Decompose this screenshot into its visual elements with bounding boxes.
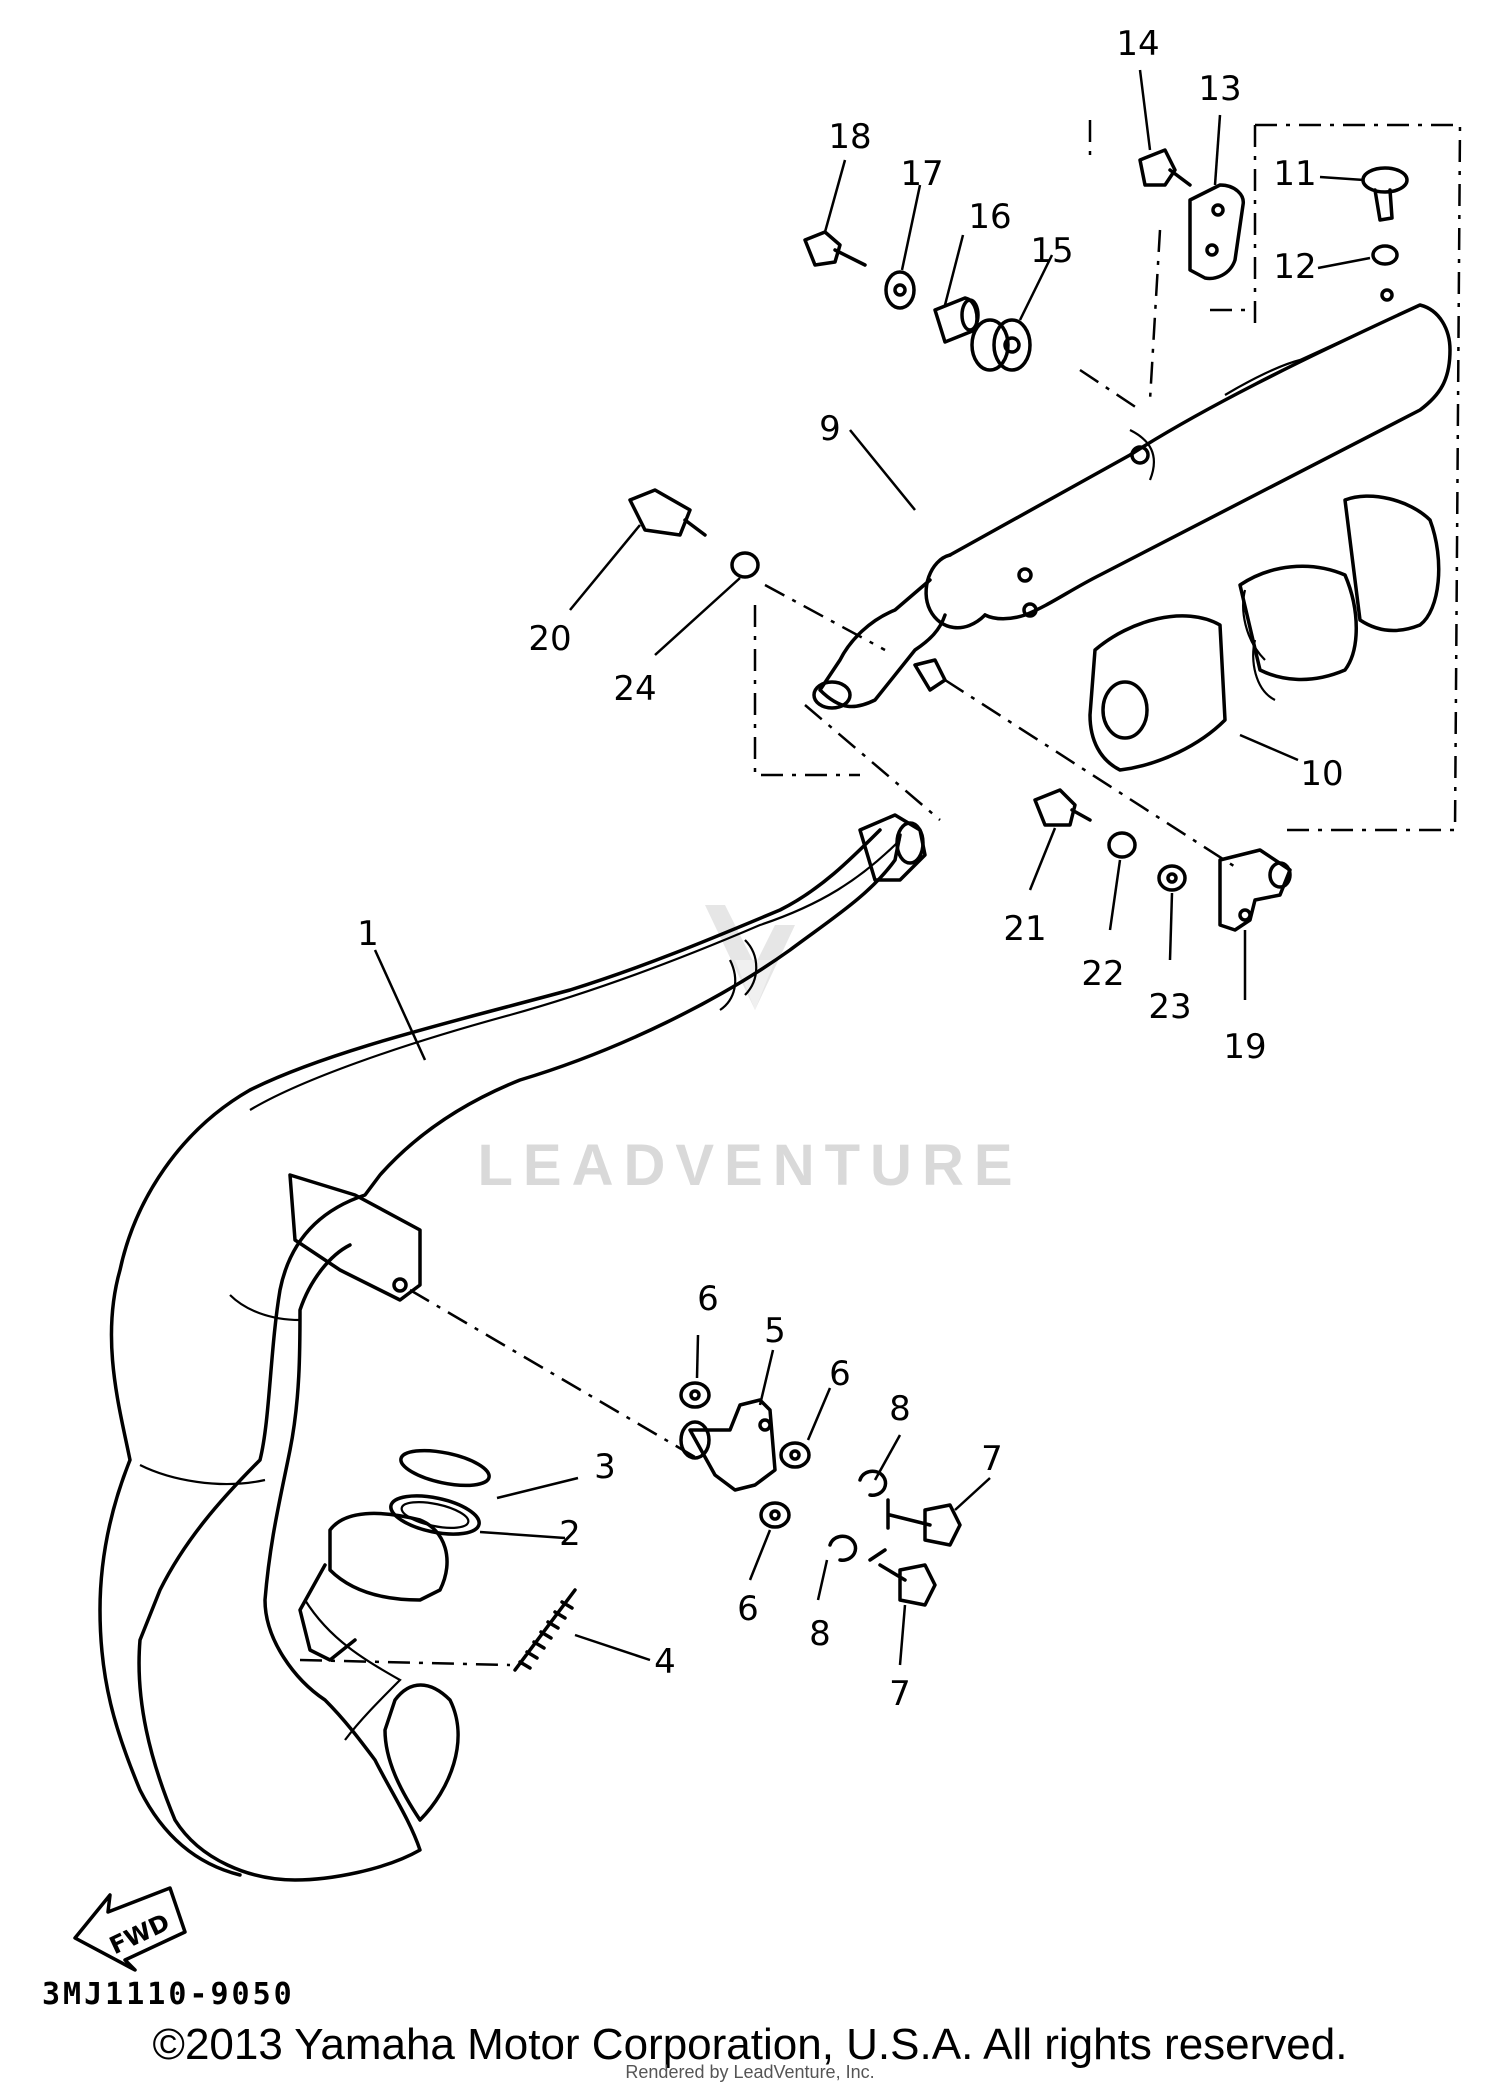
- callout-11: 11: [1273, 154, 1316, 194]
- callout-7-low: 7: [889, 1674, 911, 1714]
- bolt-7-top: [886, 1498, 962, 1547]
- callout-24: 24: [613, 669, 656, 709]
- callout-8-top: 8: [889, 1389, 911, 1429]
- bolt-18: [803, 230, 867, 267]
- callout-2: 2: [559, 1514, 581, 1554]
- lock-washer-8-top: [858, 1469, 888, 1497]
- rendered-by-note: Rendered by LeadVenture, Inc.: [625, 2062, 875, 2082]
- o-ring-3: [399, 1448, 491, 1488]
- callout-20: 20: [528, 619, 571, 659]
- callout-19: 19: [1223, 1027, 1266, 1067]
- leadventure-watermark: LEADVENTURE: [477, 905, 1022, 1198]
- lock-washer-8-low: [828, 1534, 858, 1562]
- callout-16: 16: [968, 197, 1011, 237]
- washer-6-top: [679, 1381, 711, 1409]
- callout-numbers: 1 2 3 4 5 6 6 6 8 8 7 7 9 10 11 12 13 14…: [357, 24, 1343, 1714]
- callout-1: 1: [357, 914, 379, 954]
- bracket-19: [1218, 848, 1292, 932]
- bracket-13: [1188, 183, 1245, 281]
- silencer-assembly-boundary: [753, 120, 1462, 832]
- callout-9: 9: [819, 409, 841, 449]
- silencer-9: [812, 288, 1452, 710]
- callout-6-low: 6: [737, 1589, 759, 1629]
- callout-18: 18: [828, 117, 871, 157]
- spring-4: [513, 1588, 577, 1672]
- collar-17: [884, 270, 916, 310]
- callout-5: 5: [764, 1311, 786, 1351]
- callout-14: 14: [1116, 24, 1159, 64]
- copyright-notice: ©2013 Yamaha Motor Corporation, U.S.A. A…: [152, 2020, 1348, 2069]
- callout-15: 15: [1030, 231, 1073, 271]
- callout-10: 10: [1300, 754, 1343, 794]
- washer-12: [1371, 244, 1399, 266]
- bracket-5: [679, 1398, 777, 1492]
- callout-23: 23: [1148, 987, 1191, 1027]
- diagram-code: 3MJ1110-9050: [42, 1977, 295, 2012]
- leader-lines: [373, 69, 1371, 1666]
- callout-3: 3: [594, 1447, 616, 1487]
- washer-6-low: [759, 1501, 791, 1529]
- washer-6-mid: [779, 1441, 811, 1469]
- washer-24: [730, 551, 760, 579]
- callout-17: 17: [900, 154, 943, 194]
- bolt-20: [628, 488, 707, 537]
- callout-7-top: 7: [981, 1439, 1003, 1479]
- callout-6-top: 6: [697, 1279, 719, 1319]
- fwd-arrow-icon: FWD: [73, 1886, 187, 1972]
- bolt-7-low: [868, 1548, 937, 1607]
- watermark-text: LEADVENTURE: [477, 1133, 1022, 1198]
- nut-23: [1157, 864, 1187, 892]
- callout-8-low: 8: [809, 1614, 831, 1654]
- callout-4: 4: [654, 1642, 676, 1682]
- callout-13: 13: [1198, 69, 1241, 109]
- gasket-2: [389, 1494, 481, 1536]
- washer-22: [1107, 831, 1137, 859]
- screw-11: [1361, 166, 1409, 222]
- callout-22: 22: [1081, 954, 1124, 994]
- bolt-21: [1033, 788, 1092, 827]
- baffle-10: [1088, 494, 1441, 772]
- callout-12: 12: [1273, 247, 1316, 287]
- assembly-lines: [299, 229, 1241, 1667]
- callout-21: 21: [1003, 909, 1046, 949]
- expansion-chamber: [98, 813, 927, 1882]
- bolt-14: [1138, 148, 1192, 187]
- damper-15: [970, 318, 1032, 372]
- callout-6-mid: 6: [829, 1354, 851, 1394]
